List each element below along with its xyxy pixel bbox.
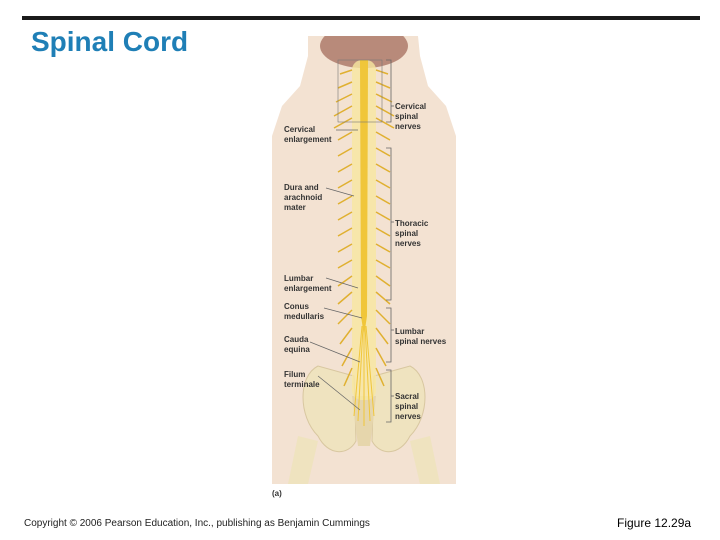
neck-box — [337, 59, 383, 123]
label-cervical-enlargement: Cervical enlargement — [284, 125, 332, 144]
pelvis-right — [371, 365, 426, 453]
label-filum-terminale: Filum terminale — [284, 370, 320, 389]
femur-left — [288, 436, 318, 484]
region-brackets — [386, 59, 394, 423]
page-title: Spinal Cord — [31, 26, 189, 57]
femur-right — [410, 436, 440, 484]
spinal-cord — [360, 60, 368, 336]
label-conus-medullaris: Conus medullaris — [284, 302, 325, 321]
label-lumbar-nerves: Lumbar spinal nerves — [395, 327, 447, 346]
cauda-equina — [353, 325, 375, 426]
left-leader-lines — [309, 129, 363, 411]
spinal-nerves — [333, 69, 395, 387]
label-thoracic-nerves: Thoracic spinal nerves — [395, 219, 429, 248]
figure-reference: Figure 12.29a — [617, 516, 692, 530]
panel-label: (a) — [272, 489, 282, 498]
label-dura-arachnoid: Dura and arachnoid mater — [284, 183, 323, 212]
label-cauda-equina: Cauda equina — [284, 335, 310, 354]
label-sacral-nerves: Sacral spinal nerves — [395, 392, 421, 421]
spinal-cord-illustration — [272, 36, 456, 484]
top-rule — [22, 16, 700, 20]
label-lumbar-enlargement: Lumbar enlargement — [284, 274, 332, 293]
copyright-text: Copyright © 2006 Pearson Education, Inc.… — [24, 518, 370, 529]
pelvis-left — [302, 365, 357, 453]
label-cervical-nerves: Cervical spinal nerves — [395, 102, 427, 131]
